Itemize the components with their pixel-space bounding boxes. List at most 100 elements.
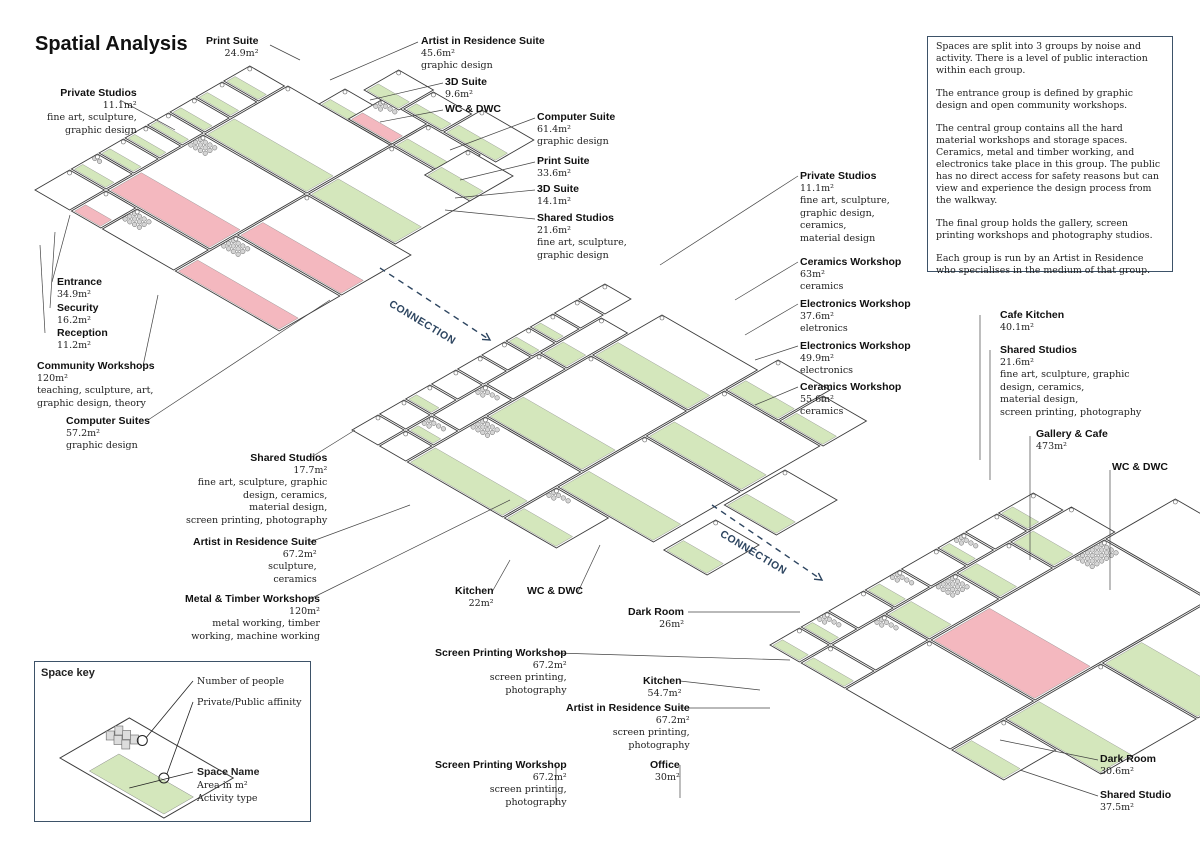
room-group-workshops — [432, 384, 513, 431]
label-wc-3: WC & DWC — [1112, 461, 1168, 474]
space-name: Shared Studios — [537, 212, 615, 224]
room-group-entrance — [174, 235, 341, 332]
room-group-workshops — [662, 519, 760, 576]
space-area: 16.2m² — [57, 314, 91, 326]
room-group-entrance — [222, 65, 286, 102]
room-group-gallery — [956, 542, 1054, 599]
space-area: 40.1m² — [1000, 321, 1034, 333]
space-area: 49.9m² — [800, 352, 834, 364]
space-name: Dark Room — [628, 606, 685, 618]
space-name: 3D Suite — [445, 76, 488, 88]
space-name: Ceramics Workshop — [800, 381, 902, 393]
space-area: 55.6m² — [800, 393, 834, 405]
space-area: 34.9m² — [57, 288, 91, 300]
leader-line — [309, 429, 356, 459]
space-name: Shared Studio — [1100, 789, 1172, 801]
room-group-workshops — [723, 469, 838, 536]
room-group-gallery — [1105, 498, 1200, 594]
space-name: Print Suite — [206, 35, 259, 47]
space-area: 67.2m² — [532, 659, 567, 671]
room-group-gallery — [964, 513, 1028, 550]
leader-line — [744, 303, 799, 336]
space-key: Space key Number of people Private/Publi… — [34, 661, 311, 822]
room-group-workshops — [591, 314, 759, 411]
space-name: Gallery & Cafe — [1036, 428, 1108, 440]
room-group-workshops — [378, 399, 431, 430]
space-activity: fine art, sculpture, graphic design — [537, 237, 627, 261]
key-person-cube — [122, 730, 131, 740]
space-activity: fine art, sculpture, graphic design, cer… — [1000, 369, 1142, 418]
leader-line — [51, 214, 71, 283]
room-group-gallery — [937, 532, 995, 566]
key-area-label: Area in m² — [197, 780, 248, 791]
room-group-gallery — [997, 492, 1064, 531]
space-activity: teaching, sculpture, art, graphic design… — [37, 385, 154, 409]
room-group-gallery — [885, 573, 1000, 640]
space-activity: screen printing, photography — [612, 727, 690, 751]
space-area: 11.1m² — [800, 182, 834, 194]
leader-line — [734, 261, 799, 301]
room-group-gallery — [1004, 663, 1198, 775]
leader-line — [577, 544, 601, 593]
room-group-gallery — [845, 640, 1035, 750]
space-area: 22m² — [468, 597, 494, 609]
space-name: Computer Suite — [537, 111, 616, 123]
space-name: Electronics Workshop — [800, 298, 911, 310]
space-area: 24.9m² — [224, 47, 259, 59]
leader-line — [379, 109, 444, 123]
room-group-entrance — [106, 134, 307, 250]
room-group-gallery — [769, 627, 830, 663]
space-area: 37.5m² — [1100, 801, 1134, 813]
space-activity: screen printing, photography — [489, 672, 567, 696]
space-name: Cafe Kitchen — [1000, 309, 1065, 321]
space-area: 21.6m² — [537, 224, 571, 236]
space-area: 67.2m² — [532, 771, 567, 783]
space-name: Office — [650, 759, 680, 771]
space-activity: fine art, sculpture, graphic design, cer… — [800, 195, 890, 244]
space-area: 67.2m² — [655, 714, 690, 726]
room-group-workshops — [577, 283, 632, 315]
room-group-workshops — [404, 384, 457, 415]
leader-line — [459, 161, 536, 181]
key-person-cube — [114, 725, 124, 736]
space-area: 57.2m² — [66, 427, 100, 439]
room-group-gallery — [864, 569, 931, 608]
space-area: 37.6m² — [800, 310, 834, 322]
space-name: Security — [57, 302, 99, 314]
room-group-workshops — [486, 353, 566, 400]
leader-line — [444, 209, 536, 220]
description-paragraph: The final group holds the gallery, scree… — [936, 218, 1153, 241]
space-area: 120m² — [289, 605, 320, 617]
room-group-gallery — [831, 614, 929, 671]
leader-line — [39, 244, 46, 334]
room-group-entrance — [195, 81, 258, 118]
space-area: 17.7m² — [293, 464, 328, 476]
space-area: 54.7m² — [647, 687, 682, 699]
space-activity: graphic design — [66, 440, 138, 451]
space-name: WC & DWC — [527, 585, 583, 597]
room-group-workshops — [553, 299, 604, 329]
room-group-entrance — [442, 109, 535, 163]
leader-line — [369, 82, 444, 101]
space-area: 14.1m² — [537, 195, 571, 207]
leader-line — [491, 559, 511, 593]
space-name: Artist in Residence Suite — [566, 702, 690, 714]
space-activity: fine art, sculpture, graphic design, cer… — [186, 477, 328, 526]
space-area: 61.4m² — [537, 123, 571, 135]
key-people-marker — [136, 735, 148, 746]
room-group-workshops — [486, 355, 688, 472]
space-activity: metal working, timber working, machine w… — [191, 618, 320, 642]
